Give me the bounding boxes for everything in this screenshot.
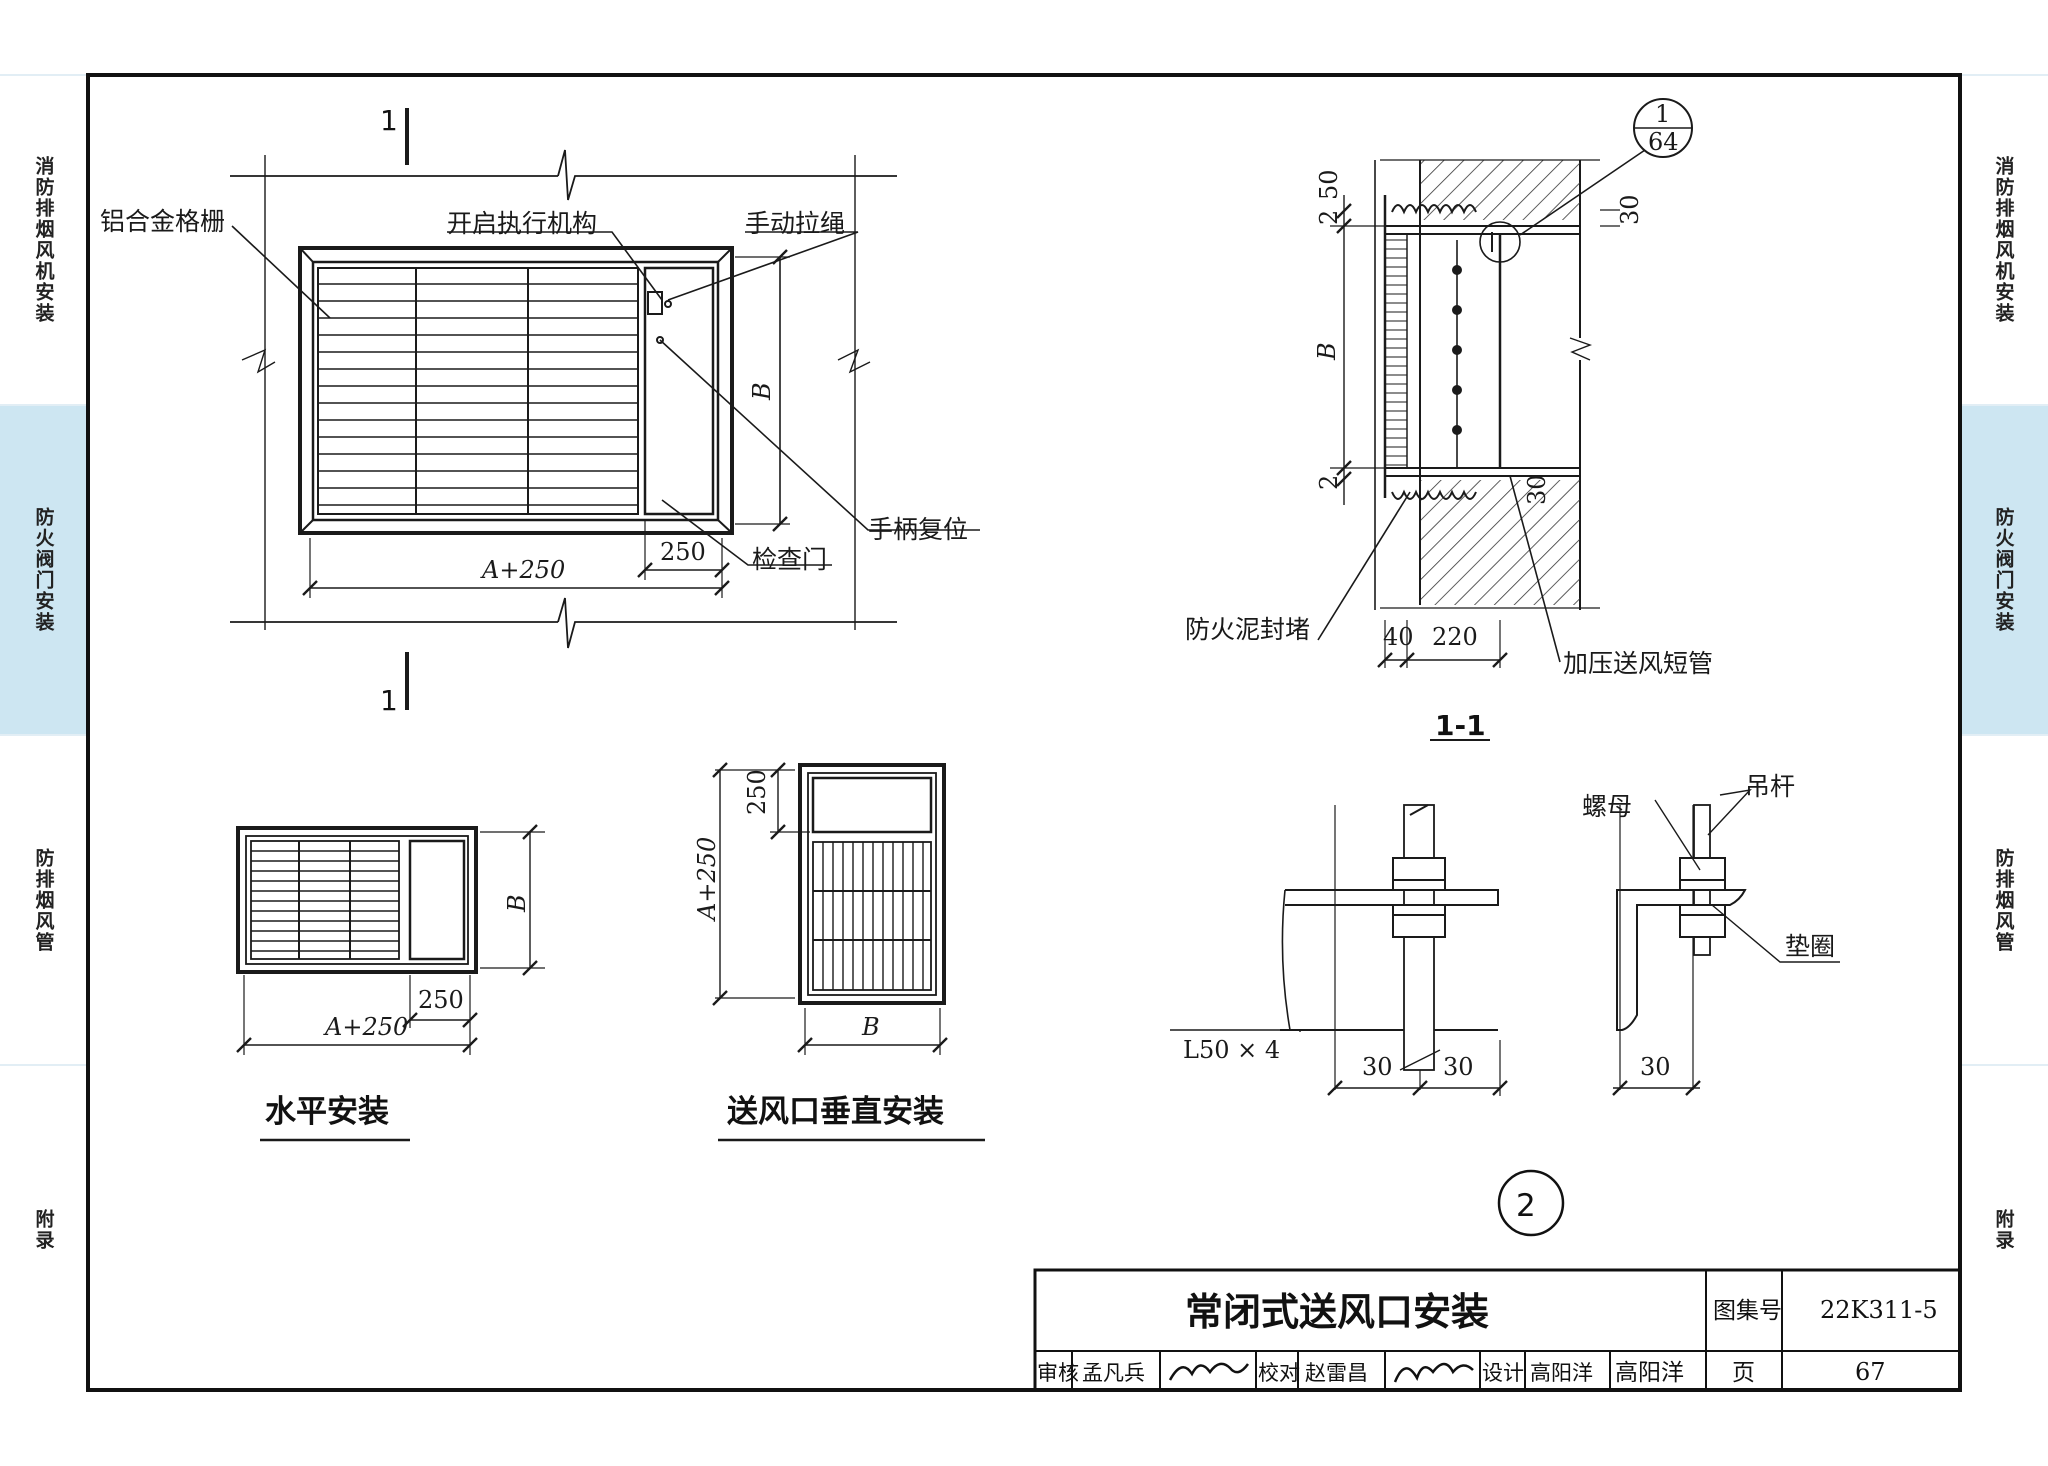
h-dim-250: 250: [418, 986, 464, 1014]
title-block: [1033, 1268, 1962, 1392]
side-tab-appendix-right[interactable]: 附录: [1960, 1064, 2048, 1394]
detail-number-circle: [1497, 1169, 1565, 1237]
atlas-number: 22K311-5: [1820, 1296, 1938, 1324]
hanger-dim-b: 30: [1443, 1053, 1474, 1081]
h-dim-width: A+250: [323, 1013, 408, 1041]
detail-ref-bottom: 64: [1648, 128, 1679, 156]
v-dim-B: B: [861, 1013, 880, 1041]
fire-mud-label: 防火泥封堵: [1185, 615, 1310, 644]
page-number: 67: [1855, 1358, 1886, 1386]
horizontal-install-title: 水平安装: [265, 1094, 389, 1130]
hanger-dim-a: 30: [1362, 1053, 1393, 1081]
sec-dim-top-a: 2: [1315, 210, 1343, 225]
blade-pivot: [1452, 385, 1462, 395]
review-label: 审核: [1037, 1361, 1079, 1385]
angle-label: L50 × 4: [1183, 1036, 1280, 1064]
sec-dim-30-bottom: 30: [1523, 474, 1551, 505]
sec-dim-30-top: 30: [1616, 194, 1644, 225]
section-mark-bottom: 1: [380, 684, 398, 717]
designer-signature: 高阳洋: [1615, 1360, 1684, 1386]
plan-view: [230, 108, 980, 710]
vertical-install-view: [712, 762, 985, 1142]
right-side-tabs: 消防排烟风机安装 防火阀门安装 防排烟风管 附录: [1960, 0, 2048, 1394]
washer-label: 垫圈: [1785, 932, 1835, 961]
side-tab-appendix[interactable]: 附录: [0, 1064, 88, 1394]
sec-dim-top-b: 50: [1315, 169, 1343, 200]
atlas-label: 图集号: [1713, 1298, 1782, 1324]
design-label: 设计: [1482, 1361, 1524, 1385]
sec-dim-220: 220: [1432, 623, 1478, 651]
rod-label: 吊杆: [1745, 772, 1795, 801]
pressurized-duct-label: 加压送风短管: [1563, 649, 1713, 678]
reviewer-name: 孟凡兵: [1082, 1361, 1145, 1385]
blade-pivot: [1452, 345, 1462, 355]
section-view: [1317, 98, 1693, 741]
blade-pivot: [1452, 305, 1462, 315]
sec-dim-40: 40: [1383, 623, 1414, 651]
inspection-door-label: 检查门: [752, 545, 827, 574]
sec-dim-2-bottom: 2: [1315, 475, 1343, 490]
plan-dim-height: B: [748, 382, 776, 401]
nut-label: 螺母: [1582, 792, 1632, 821]
section-mark-top: 1: [380, 104, 398, 137]
checker-name: 赵雷昌: [1305, 1361, 1368, 1385]
sec-dim-B: B: [1313, 342, 1341, 361]
side-tab-fire-dampers-right[interactable]: 防火阀门安装: [1960, 404, 2048, 734]
handle-reset-label: 手柄复位: [868, 515, 968, 544]
sheet-border: [86, 73, 1962, 1392]
left-side-tabs: 消防排烟风机安装 防火阀门安装 防排烟风管 附录: [0, 0, 88, 1394]
pull-cord-label: 手动拉绳: [745, 209, 845, 238]
horizontal-install-view: [236, 824, 545, 1142]
hanger-dim-c: 30: [1640, 1053, 1671, 1081]
drawing-title: 常闭式送风口安装: [1185, 1290, 1489, 1334]
v-dim-height: A+250: [693, 837, 721, 922]
page-label: 页: [1732, 1360, 1755, 1386]
grille-label: 铝合金格栅: [100, 207, 225, 236]
blade-pivot: [1452, 425, 1462, 435]
detail-number: 2: [1516, 1188, 1536, 1224]
designer-name: 高阳洋: [1530, 1361, 1593, 1385]
side-tab-fans-right[interactable]: 消防排烟风机安装: [1960, 74, 2048, 404]
hanger-detail: [1170, 788, 1840, 1096]
detail-ref-top: 1: [1655, 100, 1670, 128]
side-tab-smoke-ducts-right[interactable]: 防排烟风管: [1960, 734, 2048, 1064]
blade-pivot: [1452, 265, 1462, 275]
plan-dim-door: 250: [660, 538, 706, 566]
v-dim-250: 250: [743, 769, 771, 815]
side-tab-smoke-ducts[interactable]: 防排烟风管: [0, 734, 88, 1064]
plan-dim-width: A+250: [480, 556, 565, 584]
check-label: 校对: [1258, 1361, 1300, 1385]
h-dim-B: B: [503, 894, 531, 913]
side-tab-fire-dampers[interactable]: 防火阀门安装: [0, 404, 88, 734]
section-title: 1-1: [1435, 709, 1486, 742]
vertical-install-title: 送风口垂直安装: [727, 1094, 944, 1130]
actuator-label: 开启执行机构: [447, 209, 597, 238]
side-tab-fans[interactable]: 消防排烟风机安装: [0, 74, 88, 404]
